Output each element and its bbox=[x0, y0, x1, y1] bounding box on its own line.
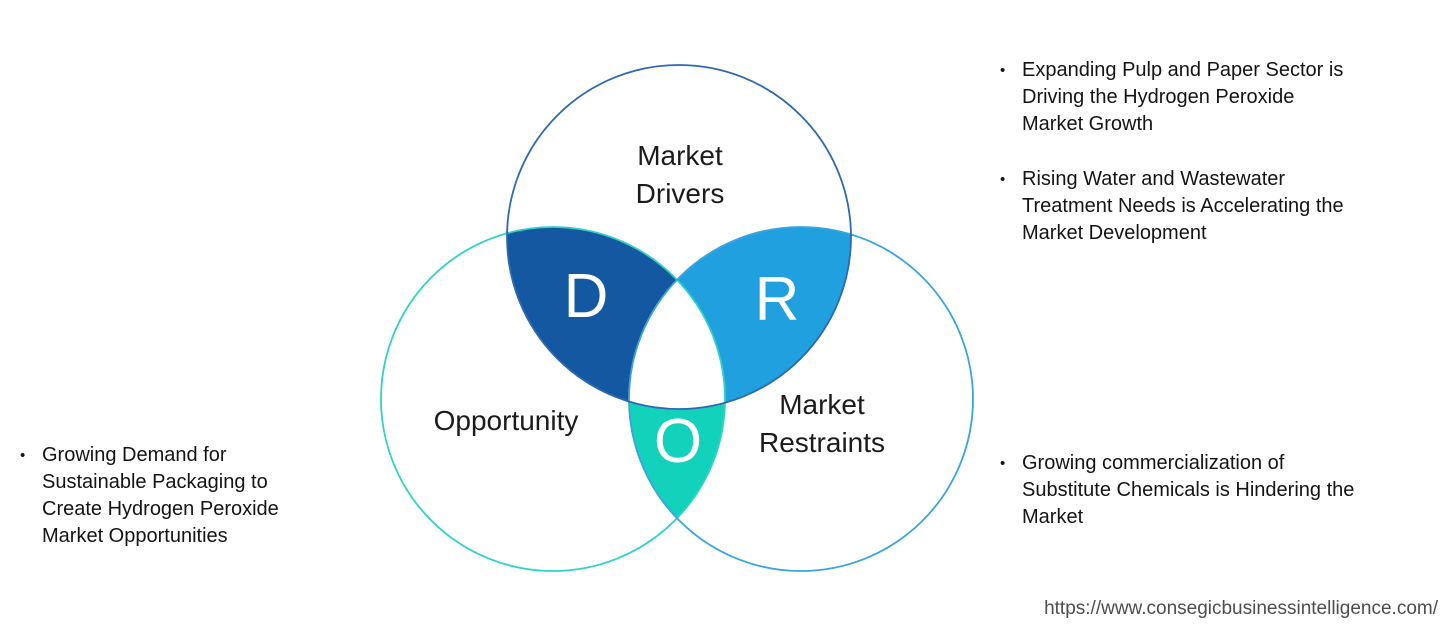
bullet-text-line: Sustainable Packaging to bbox=[42, 471, 268, 493]
bullet-text-line: Market Opportunities bbox=[42, 525, 228, 547]
bullet-text-line: Substitute Chemicals is Hindering the bbox=[1022, 479, 1355, 501]
restraints-circle-outline bbox=[628, 226, 974, 572]
restraints-circle-label: Market Restraints bbox=[758, 389, 886, 458]
restraint-bullet-item: • Growing commercialization of Substitut… bbox=[1000, 450, 1440, 531]
bullet-text-line: Growing Demand for bbox=[42, 444, 227, 466]
bullet-icon: • bbox=[20, 447, 26, 464]
bullet-icon: • bbox=[1000, 455, 1006, 472]
drivers-circle-outline bbox=[506, 64, 852, 410]
restraint-bullet-text: Growing commercialization of Substitute … bbox=[1022, 450, 1440, 531]
bullet-text-line: Expanding Pulp and Paper Sector is bbox=[1022, 59, 1344, 81]
bullet-text-line: Driving the Hydrogen Peroxide bbox=[1022, 86, 1295, 108]
opportunity-region-letter: O bbox=[653, 407, 703, 476]
drivers-circle-label: Market Drivers bbox=[635, 140, 725, 209]
bullet-text-line: Rising Water and Wastewater bbox=[1022, 168, 1286, 190]
driver-bullet-item-1: • Expanding Pulp and Paper Sector is Dri… bbox=[1000, 57, 1430, 138]
opportunity-bullet-text: Growing Demand for Sustainable Packaging… bbox=[42, 442, 340, 550]
bullet-text-line: Market Growth bbox=[1022, 113, 1154, 135]
bullet-text-line: Market bbox=[1022, 506, 1084, 528]
bullet-text-line: Treatment Needs is Accelerating the bbox=[1022, 195, 1344, 217]
driver-bullet-item-2: • Rising Water and Wastewater Treatment … bbox=[1000, 166, 1430, 247]
bullet-text-line: Create Hydrogen Peroxide bbox=[42, 498, 279, 520]
bullet-text-line: Market Development bbox=[1022, 222, 1207, 244]
bullet-text-line: Growing commercialization of bbox=[1022, 452, 1285, 474]
bullet-icon: • bbox=[1000, 171, 1006, 188]
source-url[interactable]: https://www.consegicbusinessintelligence… bbox=[1044, 598, 1438, 619]
driver-bullet-text-1: Expanding Pulp and Paper Sector is Drivi… bbox=[1022, 57, 1430, 138]
bullet-icon: • bbox=[1000, 62, 1006, 79]
driver-bullet-text-2: Rising Water and Wastewater Treatment Ne… bbox=[1022, 166, 1430, 247]
drivers-region-letter: D bbox=[563, 262, 609, 331]
restraints-region-letter: R bbox=[754, 265, 800, 334]
opportunity-circle-outline bbox=[380, 226, 726, 572]
opportunity-bullet-item: • Growing Demand for Sustainable Packagi… bbox=[20, 442, 340, 550]
opportunity-circle-label: Opportunity bbox=[433, 405, 579, 436]
